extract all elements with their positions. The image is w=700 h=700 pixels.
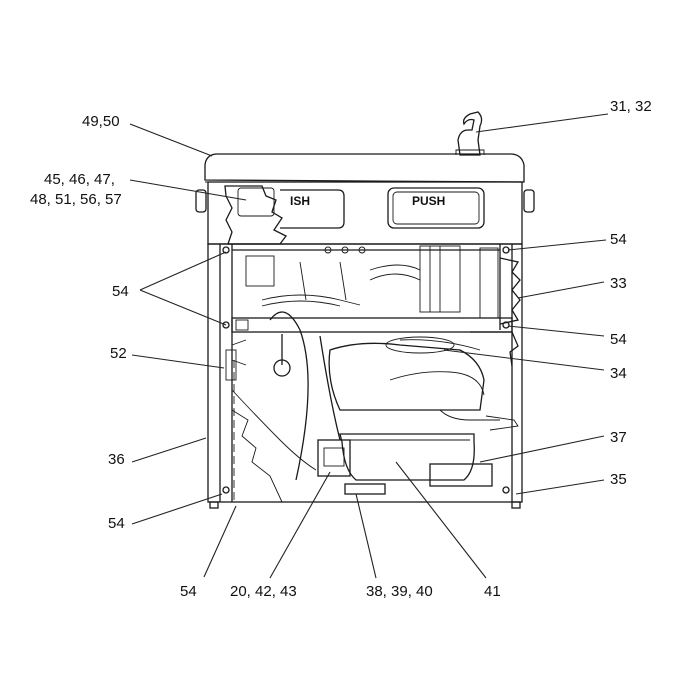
left-push-button	[280, 189, 345, 229]
main-body	[207, 243, 523, 503]
screw	[222, 486, 230, 494]
screw	[222, 321, 230, 329]
front-upper-panel	[207, 181, 523, 245]
callout-41: 41	[484, 583, 501, 600]
callout-20-42-43: 20, 42, 43	[230, 583, 297, 600]
callout-38-39-40: 38, 39, 40	[366, 583, 433, 600]
tank	[328, 342, 485, 411]
callout-45-line2: 48, 51, 56, 57	[30, 191, 122, 208]
callout-54-top-right: 54	[610, 231, 627, 248]
valve-cutaway	[224, 185, 287, 245]
callout-33: 33	[610, 275, 627, 292]
callout-31-32: 31, 32	[610, 98, 652, 115]
callout-54-bottom: 54	[180, 583, 197, 600]
leader-lines	[129, 113, 609, 579]
callout-37: 37	[610, 429, 627, 446]
callout-45-line1: 45, 46, 47,	[44, 171, 115, 188]
callout-35: 35	[610, 471, 627, 488]
compressor-base	[344, 483, 386, 495]
callout-54-left: 54	[112, 283, 129, 300]
compressor	[339, 433, 475, 481]
left-push-button-label: ISH	[290, 194, 310, 208]
support-bar	[231, 317, 513, 333]
screw	[502, 321, 510, 329]
callout-52: 52	[110, 345, 127, 362]
coil	[499, 257, 521, 325]
callout-labels: 49,50 31, 32 45, 46, 47, 48, 51, 56, 57 …	[30, 98, 652, 600]
callout-54-mid-right: 54	[610, 331, 627, 348]
right-push-button-label: PUSH	[412, 194, 445, 208]
right-push-button	[387, 187, 485, 229]
label-plate	[429, 463, 493, 487]
left-knob	[195, 189, 207, 213]
right-knob	[523, 189, 535, 213]
relay-box	[317, 439, 351, 477]
drain	[273, 359, 291, 377]
fountain-cabinet: ISH PUSH	[195, 111, 535, 509]
callout-34: 34	[610, 365, 627, 382]
bubbler-spout	[457, 111, 483, 156]
callout-54-bottom-left: 54	[108, 515, 125, 532]
top-deck	[204, 153, 525, 183]
callout-36: 36	[108, 451, 125, 468]
screw	[222, 246, 230, 254]
callout-49-50: 49,50	[82, 113, 120, 130]
screw	[502, 486, 510, 494]
